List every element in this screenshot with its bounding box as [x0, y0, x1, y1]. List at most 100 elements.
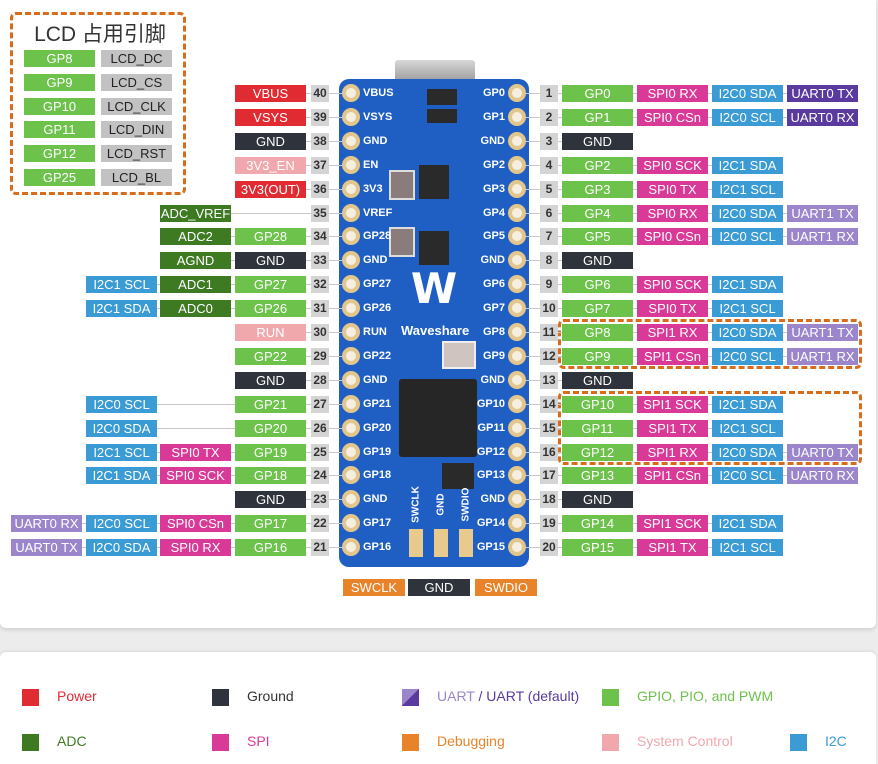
pin-28-label-gnd: GND: [235, 371, 306, 389]
silk-right-gp9: GP9: [482, 349, 505, 362]
pin-37-label-3v3-en: 3V3_EN: [235, 156, 306, 174]
castellated-pad: [508, 346, 526, 365]
pin-number-34: 34: [311, 228, 329, 246]
lcd-gpio-gp12: GP12: [24, 145, 95, 163]
uart-swatch-icon: [402, 689, 419, 706]
silk-left-gp21: GP21: [363, 397, 392, 410]
pin-1-label-gp0: GP0: [562, 85, 633, 102]
pin-11-label-uart1-tx: UART1 TX: [787, 324, 858, 341]
pin-number-13: 13: [540, 371, 558, 389]
pin-number-1: 1: [540, 85, 558, 102]
pin-33-label-gnd: GND: [235, 252, 306, 270]
legend-label-system-control: System Control: [637, 733, 733, 749]
pin-25-label-spi0-tx: SPI0 TX: [160, 443, 231, 461]
pin-number-19: 19: [540, 515, 558, 533]
pin-26-label-i2c0-sda: I2C0 SDA: [86, 419, 157, 437]
pin-34-label-adc2: ADC2: [160, 228, 231, 246]
silk-left-gp28: GP28: [363, 230, 392, 243]
legend-label-power: Power: [57, 688, 97, 704]
pin-9-label-gp6: GP6: [562, 276, 633, 294]
silk-swd-gnd: GND: [435, 493, 447, 516]
silk-swd-swclk: SWCLK: [410, 486, 422, 523]
pin-24-label-spi0-sck: SPI0 SCK: [160, 467, 231, 485]
lcd-function-lcd-cs: LCD_CS: [101, 73, 172, 91]
legend-label-i2c: I2C: [825, 733, 847, 749]
pin-4-label-spi0-sck: SPI0 SCK: [637, 156, 708, 174]
pin-number-15: 15: [540, 419, 558, 437]
pin-17-label-uart0-rx: UART0 RX: [787, 467, 858, 485]
lcd-highlight-gp8-gp9: [558, 319, 862, 369]
regulator-chip: [419, 165, 449, 199]
pin-6-label-gp4: GP4: [562, 204, 633, 222]
silk-right-gp14: GP14: [476, 517, 505, 530]
pin-number-17: 17: [540, 467, 558, 485]
legend-label-uart: UART / UART (default): [437, 688, 579, 704]
usb-c-connector: [395, 60, 475, 82]
lcd-gpio-gp10: GP10: [24, 97, 95, 115]
silk-right-gnd: GND: [480, 134, 505, 147]
pin-10-label-gp7: GP7: [562, 300, 633, 318]
silk-right-gp2: GP2: [482, 158, 505, 171]
pin-number-20: 20: [540, 539, 558, 557]
pin-17-label-gp13: GP13: [562, 467, 633, 485]
system-control-swatch-icon: [602, 734, 619, 751]
pin-8-label-gnd: GND: [562, 252, 633, 270]
pin-number-5: 5: [540, 180, 558, 198]
pin-12-label-uart1-rx: UART1 RX: [787, 347, 858, 365]
legend-label-gpio-pio-and-pwm: GPIO, PIO, and PWM: [637, 688, 774, 704]
pin-number-26: 26: [311, 419, 329, 437]
power-swatch-icon: [22, 689, 39, 706]
pin-5-label-spi0-tx: SPI0 TX: [637, 180, 708, 198]
silk-right-gp6: GP6: [482, 278, 505, 291]
lcd-pins-box: [10, 12, 186, 195]
pin-number-16: 16: [540, 443, 558, 461]
swd-pad: [409, 529, 423, 557]
pin-5-label-i2c1-scl: I2C1 SCL: [712, 180, 783, 198]
pin-2-label-gp1: GP1: [562, 108, 633, 126]
pin-1-label-spi0-rx: SPI0 RX: [637, 85, 708, 102]
pin-number-9: 9: [540, 276, 558, 294]
silk-right-gnd: GND: [480, 254, 505, 267]
lcd-function-lcd-dc: LCD_DC: [101, 50, 172, 67]
pin-21-label-spi0-rx: SPI0 RX: [160, 539, 231, 557]
diode-bottom: [427, 109, 457, 123]
pin-6-label-i2c0-sda: I2C0 SDA: [712, 204, 783, 222]
swd-label-swclk: SWCLK: [343, 579, 405, 596]
pin-number-25: 25: [311, 443, 329, 461]
pin-27-label-i2c0-scl: I2C0 SCL: [86, 395, 157, 413]
pin-number-22: 22: [311, 515, 329, 533]
pin-number-10: 10: [540, 300, 558, 318]
pin-number-35: 35: [311, 204, 329, 222]
pin-1-label-uart0-tx: UART0 TX: [787, 85, 858, 102]
castellated-pad: [508, 394, 526, 413]
silk-left-gnd: GND: [363, 254, 388, 267]
silk-right-gp11: GP11: [477, 421, 505, 434]
silk-right-gp1: GP1: [482, 110, 505, 123]
silk-left-gp17: GP17: [363, 517, 392, 530]
pin-32-label-i2c1-scl: I2C1 SCL: [86, 276, 157, 294]
pin-14-label-spi1-sck: SPI1 SCK: [637, 395, 708, 413]
pin-number-28: 28: [311, 371, 329, 389]
pin-22-label-uart0-rx: UART0 RX: [11, 515, 82, 533]
castellated-pad: [508, 538, 526, 557]
silk-right-gp12: GP12: [476, 445, 505, 458]
castellated-pad: [508, 490, 526, 509]
pin-25-label-gp19: GP19: [235, 443, 306, 461]
castellated-pad: [508, 323, 526, 341]
pin-25-label-i2c1-scl: I2C1 SCL: [86, 443, 157, 461]
pin-22-label-spi0-csn: SPI0 CSn: [160, 515, 231, 533]
pin-39-label-vsys: VSYS: [235, 108, 306, 126]
pin-number-38: 38: [311, 132, 329, 150]
lcd-function-lcd-bl: LCD_BL: [101, 169, 172, 186]
inductor-2: [389, 227, 415, 257]
pin-number-31: 31: [311, 300, 329, 318]
swd-pad: [459, 529, 473, 557]
pin-20-label-i2c1-scl: I2C1 SCL: [712, 539, 783, 557]
pin-number-24: 24: [311, 467, 329, 485]
pin-17-label-spi1-csn: SPI1 CSn: [637, 467, 708, 485]
pin-9-label-spi0-sck: SPI0 SCK: [637, 276, 708, 294]
silk-right-gnd: GND: [480, 493, 505, 506]
swd-label-gnd: GND: [408, 579, 470, 596]
castellated-pad: [508, 466, 526, 485]
